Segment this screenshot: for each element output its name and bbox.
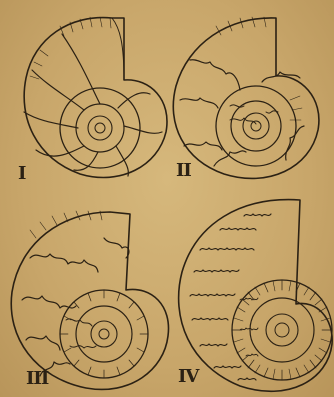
ammonite-figure-3 [11, 211, 168, 389]
figure-label-3: III [26, 368, 48, 389]
ammonite-figure-4 [179, 200, 333, 392]
ammonite-figure-1 [24, 17, 167, 178]
ammonite-figure-2 [173, 17, 319, 178]
figure-label-1: I [18, 163, 25, 184]
figure-label-2: II [176, 160, 191, 181]
figure-label-4: IV [178, 366, 198, 387]
